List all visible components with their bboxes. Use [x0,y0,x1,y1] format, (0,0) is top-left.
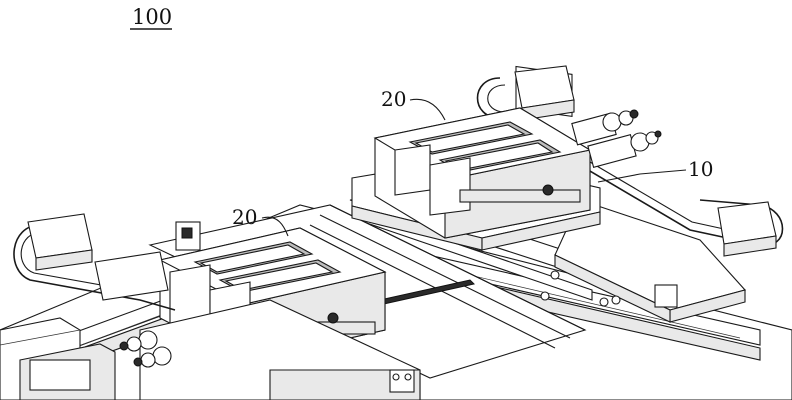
upper-motor-cluster [571,109,662,168]
left-cable-chain [0,213,176,400]
label-module-lower: 20 [232,205,257,229]
upper-module [351,107,662,251]
label-base: 10 [688,157,713,181]
right-cable-chain [476,65,784,257]
figure-number: 100 [132,5,172,29]
leader-line-upper-20 [409,98,446,121]
leader-line-10 [597,169,687,183]
callouts: 20 20 10 [232,87,713,237]
lower-module [119,221,421,400]
leader-line-lower-20 [261,216,289,237]
label-module-upper: 20 [381,87,406,111]
right-base-plate [540,199,747,323]
lower-motor-cluster [119,221,201,368]
